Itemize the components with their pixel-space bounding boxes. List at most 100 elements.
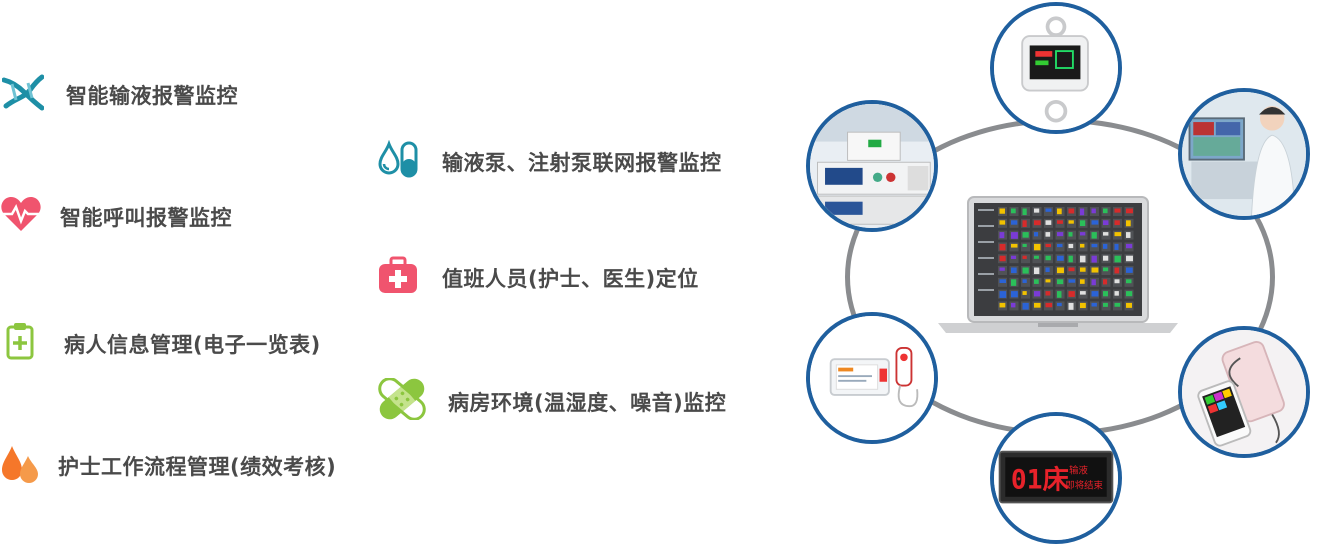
- monitor-bed-status: [1091, 302, 1097, 307]
- monitor-bed-status: [1103, 279, 1108, 285]
- monitor-bed-status: [1080, 267, 1086, 272]
- feature-label: 病人信息管理(电子一览表): [64, 332, 321, 357]
- monitor-side-label: [978, 273, 994, 275]
- monitor-bed-status: [1045, 291, 1051, 296]
- clipboard-plus-icon: [6, 322, 34, 365]
- monitor-bed-status: [1080, 208, 1085, 216]
- monitor-bed-status: [1068, 220, 1074, 224]
- monitor-bed-status: [1080, 291, 1086, 295]
- monitor-side-label: [978, 209, 994, 211]
- monitor-bed-status: [1011, 255, 1017, 260]
- monitor-bed-status: [1034, 279, 1039, 284]
- monitor-bed-status: [1022, 255, 1027, 259]
- bandage-icon: [378, 377, 426, 425]
- monitor-bed-status: [1103, 208, 1108, 214]
- bed-display-node: 01床 输液 即将结束: [990, 412, 1122, 544]
- monitor-bed-status: [1068, 232, 1073, 237]
- heartbeat-icon: [0, 195, 42, 238]
- nurse-workstation-node: [1178, 88, 1310, 220]
- monitor-bed-status: [1126, 232, 1131, 238]
- drop-capsule-icon: [378, 139, 418, 183]
- monitor-bed-status: [1022, 232, 1029, 238]
- monitor-bed-status: [1126, 220, 1131, 227]
- feature-label: 智能呼叫报警监控: [60, 205, 232, 230]
- monitor-bed-status: [1034, 291, 1041, 297]
- monitor-side-label: [978, 289, 994, 291]
- monitor-bed-status: [1114, 208, 1121, 213]
- monitor-bed-status: [1045, 302, 1053, 308]
- monitor-bed-status: [1022, 243, 1027, 247]
- monitor-bed-status: [999, 243, 1006, 251]
- smartphone-node: [1178, 326, 1310, 458]
- monitor-bed-status: [1091, 232, 1097, 239]
- feature-ward-environment: 病房环境(温湿度、噪音)监控: [378, 377, 727, 425]
- monitor-bed-status: [1126, 302, 1132, 308]
- monitor-bed-status: [1114, 291, 1119, 296]
- feature-infusion-alarm: 智能输液报警监控: [1, 72, 238, 117]
- monitor-bed-status: [1091, 220, 1099, 225]
- infusion-pump-node: [806, 100, 938, 232]
- monitor-bed-status: [999, 279, 1006, 284]
- monitor-bed-status: [1057, 267, 1064, 274]
- monitor-side-label: [978, 225, 994, 227]
- monitor-bed-status: [1068, 208, 1075, 214]
- monitor-bed-status: [1011, 208, 1016, 214]
- monitor-bed-status: [999, 232, 1005, 239]
- monitor-bed-status: [1034, 208, 1040, 213]
- monitor-bed-status: [1057, 220, 1063, 224]
- monitor-bed-status: [1103, 243, 1108, 249]
- monitor-bed-status: [1034, 302, 1041, 308]
- monitor-bed-status: [999, 291, 1007, 298]
- monitor-bed-status: [999, 208, 1005, 214]
- monitor-bed-status: [1080, 302, 1086, 309]
- monitor-bed-status: [1114, 232, 1122, 237]
- feature-call-alarm: 智能呼叫报警监控: [0, 195, 232, 238]
- monitor-bed-status: [999, 220, 1006, 225]
- monitor-bed-status: [1057, 279, 1064, 285]
- monitor-bed-status: [1022, 267, 1029, 274]
- feature-label: 值班人员(护士、医生)定位: [442, 266, 699, 291]
- monitor-bed-status: [1034, 220, 1041, 226]
- monitor-bed-status: [999, 302, 1006, 308]
- feature-label: 病房环境(温湿度、噪音)监控: [448, 390, 727, 415]
- monitor-bed-status: [1011, 232, 1018, 239]
- monitor-bed-status: [1045, 232, 1051, 237]
- feature-pump-alarm: 输液泵、注射泵联网报警监控: [378, 139, 722, 183]
- feature-label: 智能输液报警监控: [66, 83, 238, 108]
- monitor-bed-status: [1068, 291, 1075, 297]
- monitor-bed-status: [1103, 220, 1109, 226]
- monitor-bed-status: [1011, 291, 1018, 298]
- feature-label: 护士工作流程管理(绩效考核): [58, 454, 337, 479]
- monitor-bed-status: [1011, 220, 1018, 225]
- monitor-bed-status: [1057, 243, 1063, 248]
- monitor-bed-status: [1068, 279, 1076, 283]
- monitor-bed-status: [1022, 208, 1027, 216]
- monitor-bed-status: [1091, 255, 1097, 263]
- monitor-bed-status: [1045, 220, 1052, 225]
- monitor-bed-status: [1011, 267, 1017, 274]
- monitor-bed-status: [1034, 255, 1039, 259]
- monitor-bed-status: [1068, 267, 1075, 272]
- monitor-bed-status: [1091, 267, 1099, 273]
- monitor-bed-status: [1068, 302, 1074, 310]
- monitor-bed-status: [1045, 208, 1052, 212]
- monitor-bed-status: [1126, 255, 1133, 262]
- monitor-bed-status: [1126, 243, 1133, 249]
- monitor-bed-status: [1080, 243, 1085, 248]
- monitor-bed-status: [1091, 208, 1096, 214]
- monitor-bed-status: [1022, 220, 1027, 228]
- monitor-bed-status: [1034, 267, 1040, 275]
- monitor-bed-status: [1057, 302, 1062, 307]
- monitor-bed-status: [1068, 255, 1073, 263]
- monitor-bed-status: [1022, 302, 1029, 310]
- monitor-bed-status: [1034, 232, 1039, 237]
- monitor-bed-status: [1126, 291, 1133, 297]
- monitor-bed-status: [1114, 279, 1120, 284]
- infusion-alarm-device-node: [990, 2, 1122, 134]
- monitor-bed-status: [1057, 255, 1064, 261]
- monitor-bed-status: [1080, 232, 1086, 236]
- monitor-bed-status: [1114, 267, 1120, 274]
- monitor-bed-status: [1011, 302, 1016, 308]
- bed-status-line2: 即将结束: [1065, 479, 1103, 491]
- monitor-bed-status: [1114, 220, 1120, 226]
